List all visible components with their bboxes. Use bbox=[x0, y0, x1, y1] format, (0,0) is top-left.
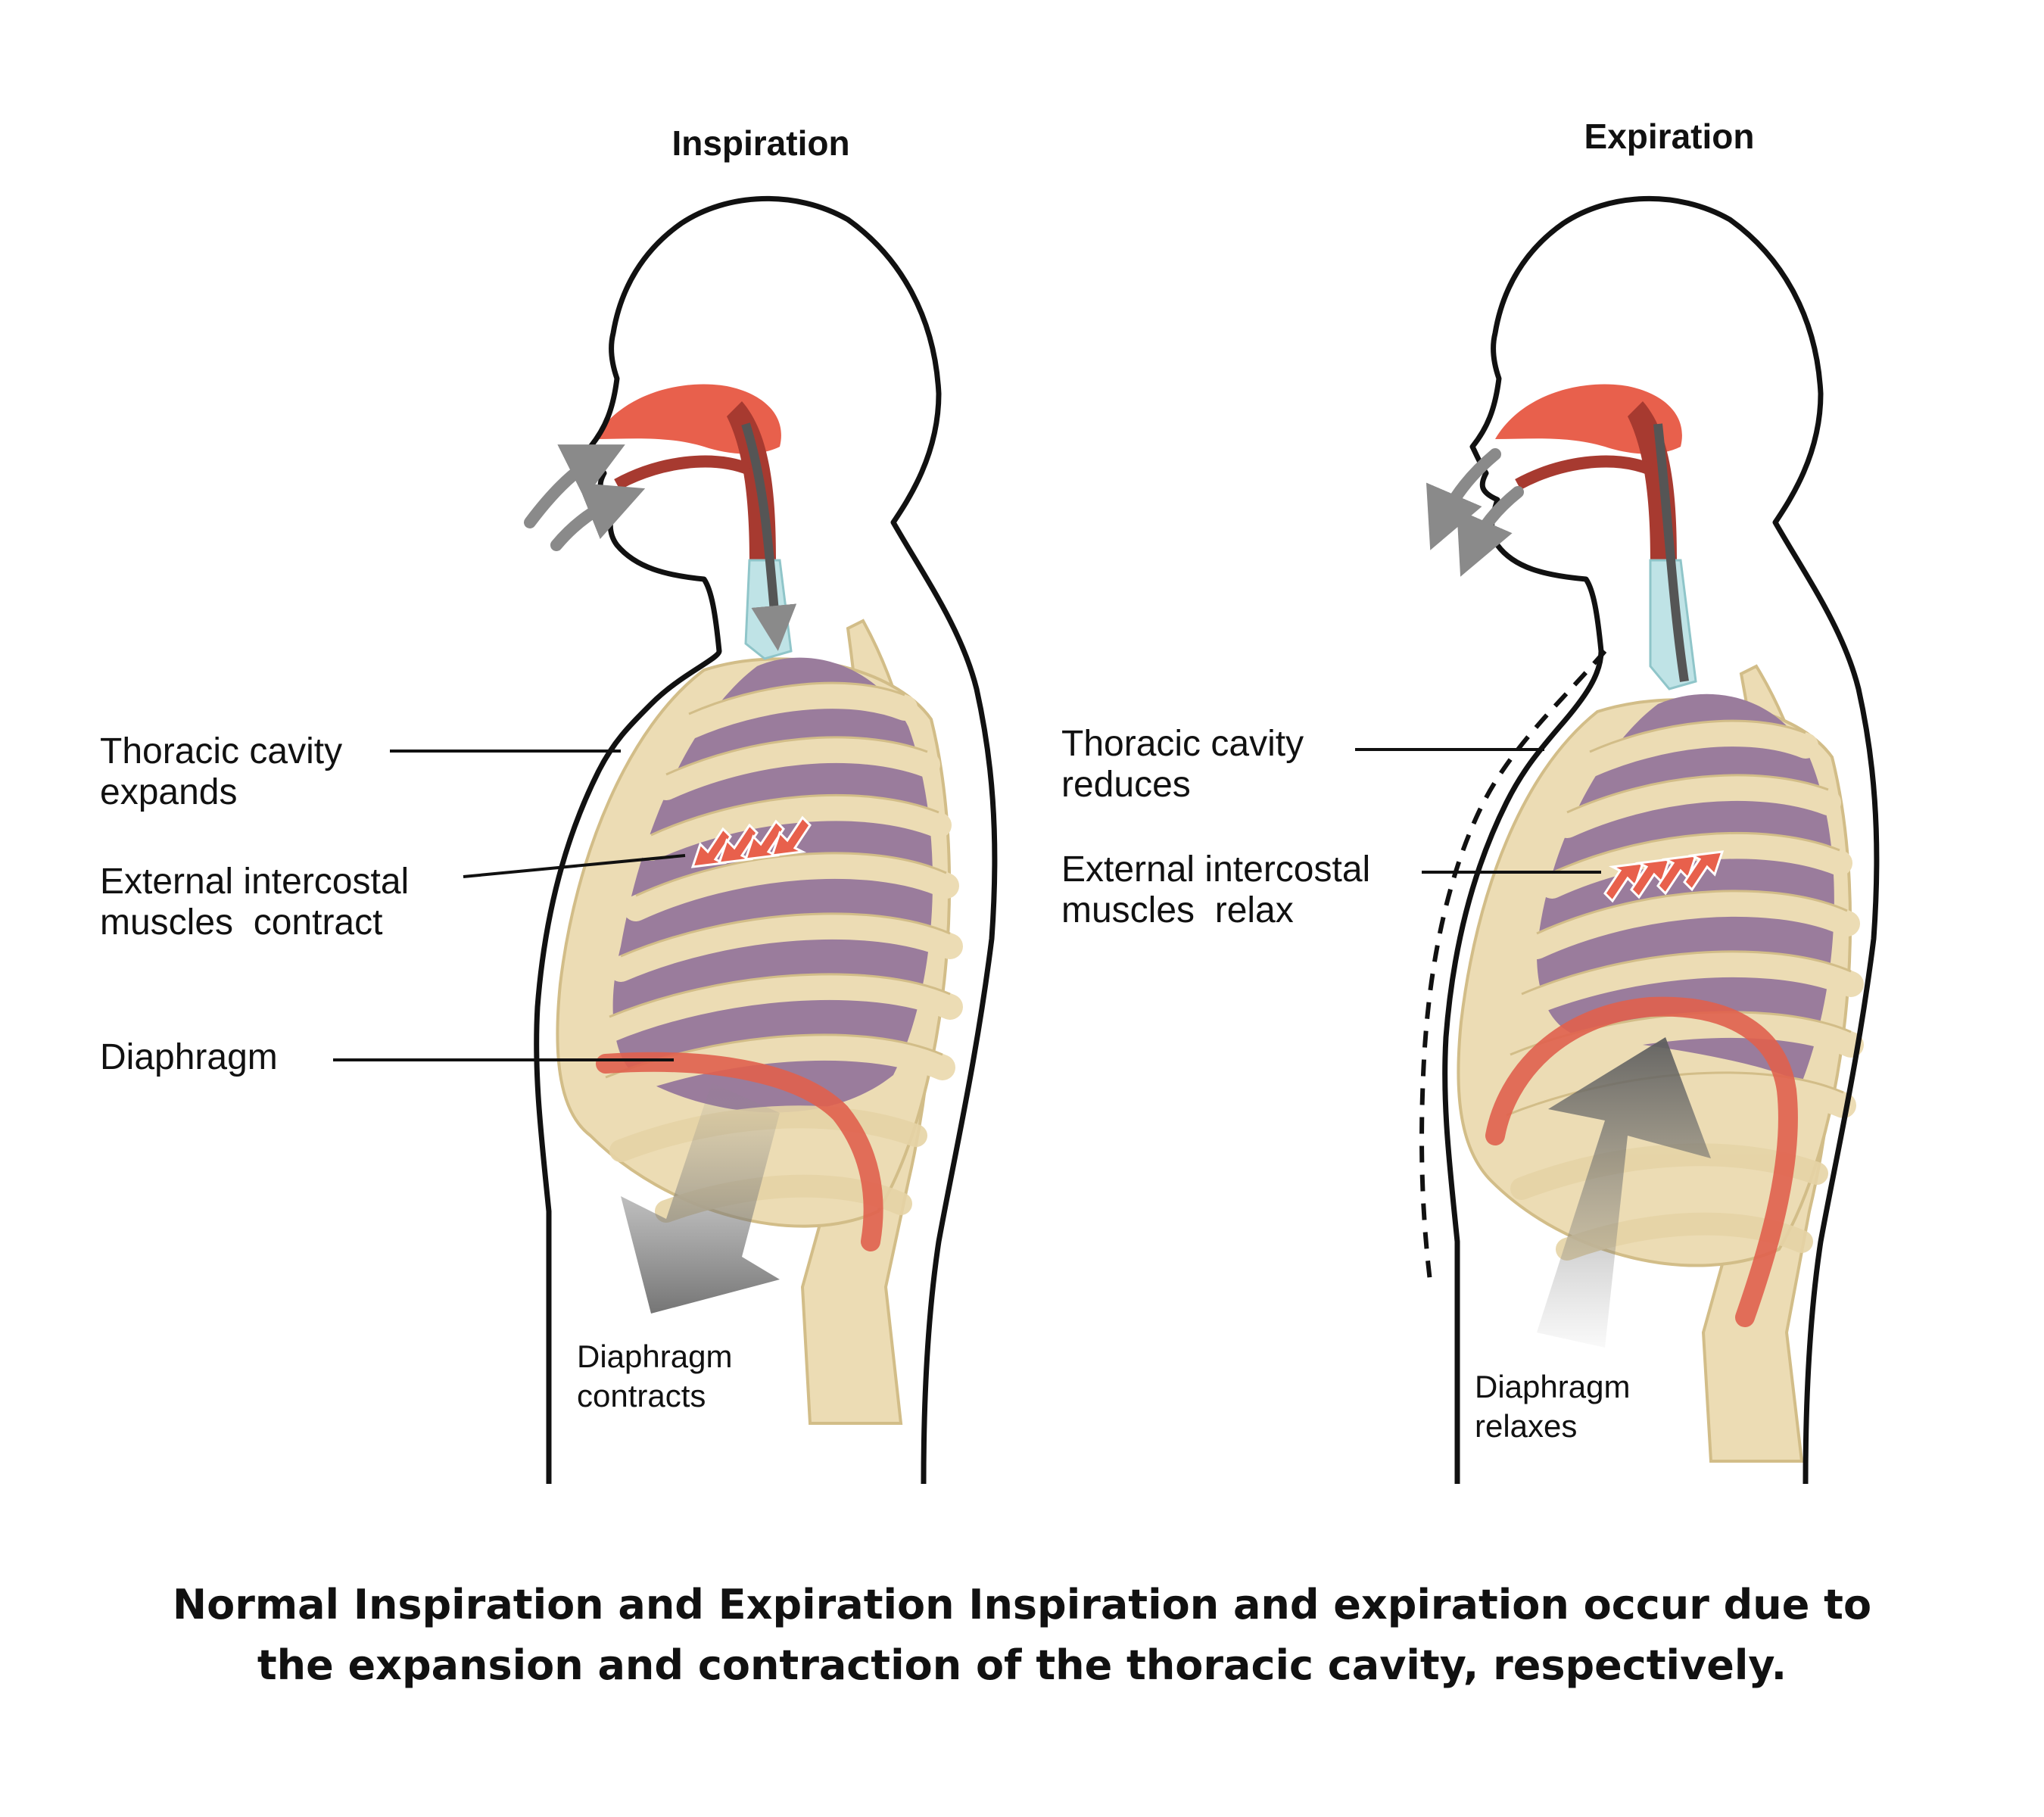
inspiration-airflow-arrows bbox=[524, 444, 646, 551]
inspiration-airflow-arrow-1 bbox=[524, 444, 625, 528]
expiration-intercostal-label: External intercostal muscles relax bbox=[1061, 849, 1441, 930]
expiration-diaphragm-arrow bbox=[1537, 1037, 1711, 1348]
expiration-thoracic-label: Thoracic cavity reduces bbox=[1061, 724, 1313, 805]
inspiration-leaders bbox=[333, 750, 686, 1061]
inspiration-thoracic-label: Thoracic cavity expands bbox=[100, 731, 352, 812]
inspiration-intercostal-arrows bbox=[690, 815, 812, 868]
inspiration-intercostal-label: External intercostal muscles contract bbox=[100, 862, 480, 943]
caption-line-1: Normal Inspiration and Expiration Inspir… bbox=[172, 1581, 1872, 1628]
expiration-diaphragm bbox=[1485, 996, 1798, 1327]
expiration-leaders bbox=[1355, 748, 1601, 874]
expiration-expanded-outline-dashed bbox=[1419, 650, 1607, 1288]
figure-caption: Normal Inspiration and Expiration Inspir… bbox=[114, 1575, 1930, 1696]
expiration-airflow-internal bbox=[1653, 423, 1689, 682]
inspiration-panel: Inspiration bbox=[100, 123, 998, 1485]
inspiration-rib-edges bbox=[605, 681, 951, 1079]
caption-line-2: the expansion and contraction of the tho… bbox=[257, 1641, 1787, 1689]
inspiration-airflow-arrow-2 bbox=[550, 482, 646, 551]
expiration-airflow-arrows bbox=[1426, 448, 1524, 577]
expiration-title: Expiration bbox=[1584, 117, 1755, 156]
expiration-body-outline bbox=[1442, 196, 1880, 1485]
inspiration-diaphragm-arrow bbox=[621, 1083, 780, 1314]
inspiration-title: Inspiration bbox=[671, 123, 849, 163]
expiration-panel: Expiration bbox=[1061, 117, 1880, 1485]
expiration-diaphragm-action-label: Diaphragm relaxes bbox=[1475, 1369, 1639, 1444]
expiration-nasal-cavity bbox=[1495, 384, 1682, 454]
expiration-oral-cavity bbox=[1515, 455, 1653, 491]
inspiration-diaphragm-action-label: Diaphragm contracts bbox=[577, 1339, 741, 1413]
inspiration-oral-cavity bbox=[614, 455, 752, 491]
inspiration-airway bbox=[594, 384, 797, 660]
expiration-airway bbox=[1495, 384, 1697, 690]
inspiration-nasal-cavity bbox=[594, 384, 781, 454]
inspiration-diaphragm bbox=[596, 1052, 883, 1251]
inspiration-body-outline bbox=[534, 196, 998, 1485]
expiration-intercostal-arrows bbox=[1603, 850, 1725, 903]
inspiration-airflow-internal bbox=[741, 422, 797, 651]
inspiration-intercostal-leader bbox=[463, 854, 686, 878]
expiration-airflow-arrow-2 bbox=[1457, 486, 1524, 577]
inspiration-diaphragm-label: Diaphragm bbox=[100, 1037, 278, 1077]
inspiration-ribs bbox=[593, 683, 963, 1103]
expiration-airflow-arrow-1 bbox=[1426, 448, 1501, 550]
